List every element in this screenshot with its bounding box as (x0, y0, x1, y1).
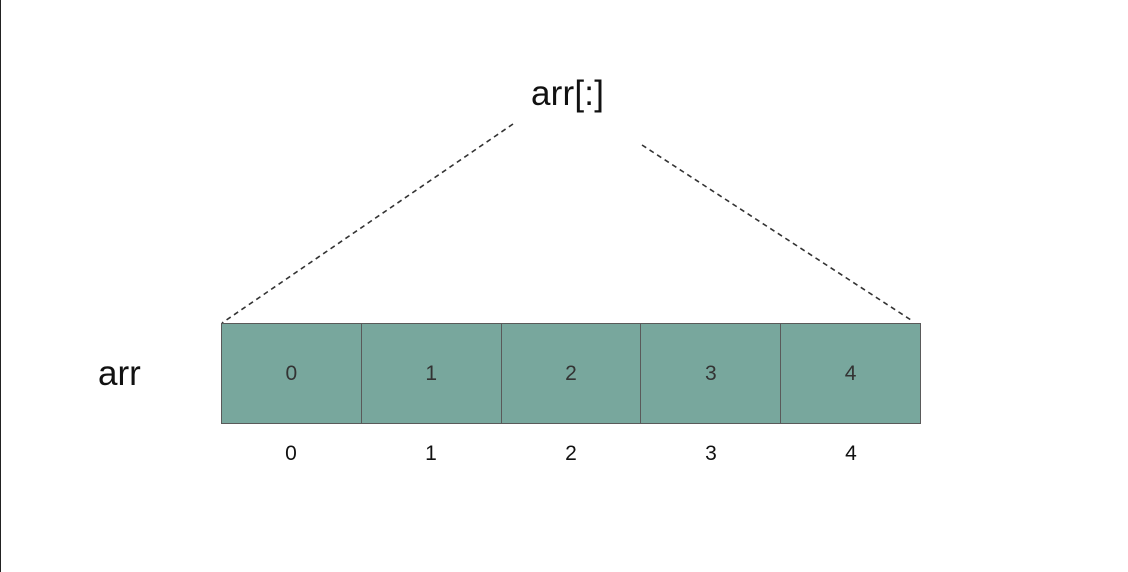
array-cell: 1 (362, 324, 502, 423)
left-guide-line (221, 123, 514, 324)
array-cell: 4 (844, 361, 857, 385)
index-label: 3 (705, 442, 717, 465)
page-left-border (0, 0, 1, 572)
array-cell: 0 (222, 324, 362, 423)
index-label: 1 (425, 442, 437, 465)
array-cells: 0 1 2 3 4 (221, 323, 921, 424)
index-label: 0 (285, 442, 297, 465)
right-guide-line (641, 144, 912, 321)
array-cell: 2 (502, 324, 642, 423)
index-label: 2 (565, 442, 577, 465)
array-name-label: arr (98, 354, 141, 393)
slice-expression-label: arr[:] (531, 74, 605, 113)
array-cell: 3 (641, 324, 782, 423)
array-indices: 0 1 2 3 4 (221, 439, 921, 469)
index-label: 4 (845, 442, 857, 465)
